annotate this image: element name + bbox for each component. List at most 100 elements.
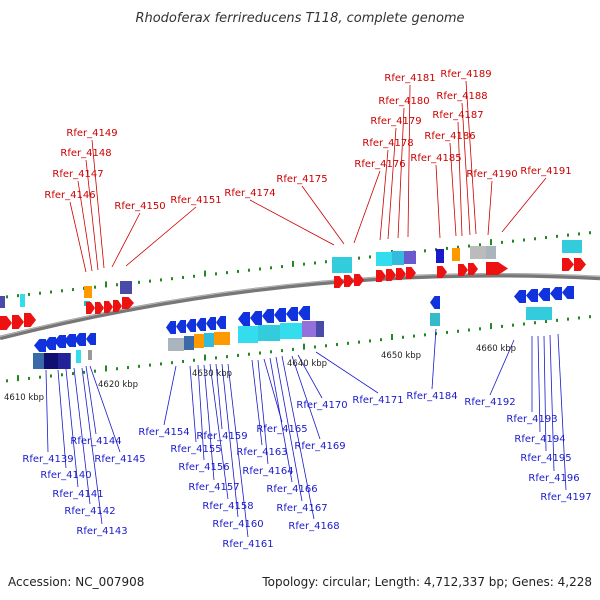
forward-gene-arrow <box>396 268 406 280</box>
feature-block <box>452 248 460 261</box>
reverse-gene-arrow <box>538 288 550 301</box>
gene-label: Rfer_4150 <box>114 201 165 212</box>
leader-line <box>557 333 567 491</box>
gene-label: Rfer_4166 <box>266 484 317 495</box>
tick-mark <box>369 255 371 259</box>
tick-mark <box>325 344 327 348</box>
feature-block <box>280 323 302 339</box>
tick-mark <box>61 289 63 293</box>
tick-mark <box>127 366 129 370</box>
tick-mark <box>28 376 30 380</box>
leader-line <box>431 328 437 390</box>
tick-mark <box>391 333 393 340</box>
gene-label: Rfer_4148 <box>60 148 111 159</box>
tick-mark <box>567 317 569 321</box>
feature-block <box>58 353 70 369</box>
tick-mark <box>325 260 327 264</box>
tick-mark <box>281 349 283 353</box>
leader-line <box>263 358 283 423</box>
leader-line <box>543 335 547 452</box>
reverse-gene-arrow <box>166 321 176 334</box>
tick-mark <box>149 363 151 367</box>
feature-block <box>0 296 5 308</box>
tick-mark <box>193 274 195 278</box>
tick-mark <box>314 345 316 349</box>
leader-line <box>435 164 441 239</box>
tick-mark <box>303 262 305 266</box>
forward-gene-arrow <box>386 269 396 281</box>
gene-label: Rfer_4145 <box>94 454 145 465</box>
genome-backbone <box>0 272 600 341</box>
leader-line <box>537 335 541 433</box>
gene-label: Rfer_4186 <box>424 131 475 142</box>
leader-line <box>461 102 471 236</box>
feature-block <box>332 257 352 273</box>
tick-mark <box>578 232 580 236</box>
backbone-highlight <box>0 273 600 337</box>
gene-label: Rfer_4170 <box>296 400 347 411</box>
forward-gene-arrow <box>562 258 574 271</box>
gene-labels: Rfer_4146Rfer_4147Rfer_4148Rfer_4149Rfer… <box>22 69 591 550</box>
tick-mark <box>215 272 217 276</box>
forward-gene-arrow <box>458 264 468 276</box>
reverse-gene-arrow <box>550 287 562 300</box>
tick-mark <box>171 361 173 365</box>
feature-block <box>184 336 194 350</box>
forward-gene-arrow <box>406 267 416 279</box>
forward-gene-arrow <box>113 300 122 312</box>
feature-block <box>44 353 58 369</box>
reverse-gene-arrow <box>430 296 440 309</box>
gene-label: Rfer_4154 <box>138 427 189 438</box>
feature-block <box>486 246 496 259</box>
leader-line <box>215 363 223 430</box>
reverse-gene-arrow <box>186 319 196 332</box>
leader-line <box>457 121 463 237</box>
gene-label: Rfer_4151 <box>170 195 221 206</box>
leader-line <box>163 365 177 426</box>
leader-line <box>291 355 321 440</box>
gene-label: Rfer_4180 <box>378 96 429 107</box>
gene-label: Rfer_4163 <box>236 447 287 458</box>
leader-line <box>487 180 493 236</box>
tick-mark <box>259 267 261 271</box>
tick-mark <box>17 294 19 298</box>
tick-mark <box>358 340 360 344</box>
tick-mark <box>369 339 371 343</box>
gene-label: Rfer_4167 <box>276 503 327 514</box>
leader-line <box>85 365 97 435</box>
leader-line <box>203 364 215 481</box>
gene-label: Rfer_4191 <box>520 166 571 177</box>
kbp-label: 4630 kbp <box>192 369 232 379</box>
leader-line <box>251 359 263 446</box>
tick-mark <box>237 353 239 357</box>
gene-label: Rfer_4174 <box>224 188 275 199</box>
gene-label: Rfer_4185 <box>410 153 461 164</box>
tick-mark <box>523 322 525 326</box>
gene-label: Rfer_4156 <box>178 462 229 473</box>
tick-mark <box>479 243 481 247</box>
genome-summary-text: Topology: circular; Length: 4,712,337 bp… <box>261 575 592 589</box>
reverse-gene-arrow <box>64 334 76 347</box>
tick-mark <box>501 240 503 244</box>
forward-gene-arrow <box>334 276 344 288</box>
feature-block <box>84 286 92 298</box>
feature-block <box>430 313 440 326</box>
gene-label: Rfer_4171 <box>352 395 403 406</box>
tick-mark <box>160 362 162 366</box>
gene-label: Rfer_4178 <box>362 138 413 149</box>
gene-label: Rfer_4140 <box>40 470 91 481</box>
leader-line <box>89 365 121 453</box>
tick-mark <box>17 375 19 382</box>
gene-label: Rfer_4179 <box>370 116 421 127</box>
reverse-gene-arrow <box>526 289 538 302</box>
tick-mark <box>270 266 272 270</box>
leader-line <box>315 351 379 394</box>
tick-mark <box>83 370 85 374</box>
gene-label: Rfer_4164 <box>242 466 293 477</box>
leader-line <box>549 334 555 472</box>
tick-mark <box>50 290 52 294</box>
leader-line <box>197 364 205 461</box>
reverse-gene-arrow <box>86 333 96 345</box>
tick-mark <box>303 343 305 350</box>
gene-label: Rfer_4157 <box>188 482 239 493</box>
